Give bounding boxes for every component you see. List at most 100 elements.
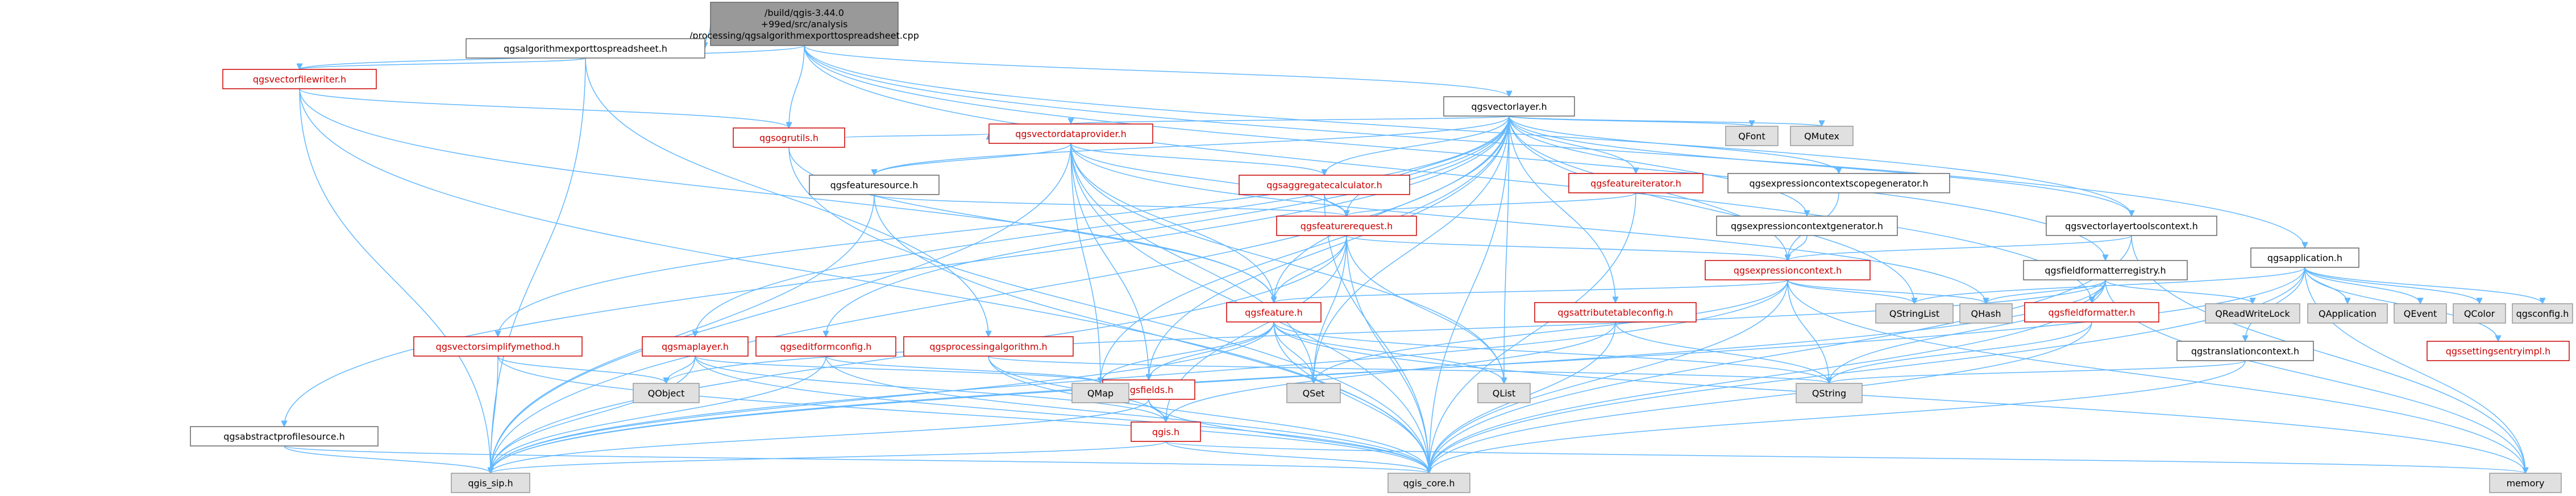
edge-ffr-to-qrwl <box>2105 279 2253 304</box>
node-qapp[interactable]: QApplication <box>2307 303 2388 324</box>
edge-vl-to-vsm <box>498 115 1510 337</box>
edge-efc-to-sip <box>491 356 826 473</box>
node-vdp[interactable]: qgsvectordataprovider.h <box>988 123 1153 144</box>
edge-ff-to-core <box>1429 321 2092 473</box>
edge-fs-to-core <box>874 194 1429 473</box>
edge-vl-to-core <box>1429 115 1510 473</box>
node-ogr[interactable]: qgsogrutils.h <box>733 127 845 148</box>
node-ml[interactable]: qgsmaplayer.h <box>642 336 749 357</box>
node-cfg[interactable]: qgsconfig.h <box>2512 303 2573 324</box>
node-vltc[interactable]: qgsvectorlayertoolscontext.h <box>2046 216 2217 236</box>
node-ecsg[interactable]: qgsexpressioncontextscopegenerator.h <box>1727 173 1950 193</box>
edge-ec-to-feat <box>1274 279 1788 303</box>
node-vl[interactable]: qgsvectorlayer.h <box>1443 96 1575 117</box>
edge-feat-to-qset <box>1273 321 1314 383</box>
edge-app-to-sip <box>491 267 2305 473</box>
node-box-aggc <box>1239 175 1410 195</box>
edge-vdp-to-fr <box>1070 143 1347 216</box>
node-fs[interactable]: qgsfeaturesource.h <box>809 175 940 195</box>
edge-vdp-to-qlist <box>1070 143 1504 383</box>
node-fi[interactable]: qgsfeatureiterator.h <box>1568 173 1704 193</box>
node-ec[interactable]: qgsexpressioncontext.h <box>1705 260 1871 280</box>
node-atc[interactable]: qgsattributetableconfig.h <box>1534 302 1697 323</box>
node-label-atc: qgsattributetableconfig.h <box>1557 307 1673 318</box>
node-root[interactable]: /build/qgis-3.44.0+99ed/src/analysis/pro… <box>689 2 919 46</box>
node-ffr[interactable]: qgsfieldformatterregistry.h <box>2023 260 2188 280</box>
node-qstring[interactable]: QString <box>1796 383 1863 403</box>
node-ff[interactable]: qgsfieldformatter.h <box>2024 302 2159 323</box>
edge-ffr-to-qhash <box>1986 279 2106 304</box>
node-app[interactable]: qgsapplication.h <box>2250 247 2359 268</box>
edge-vdp-to-fs <box>874 143 1071 176</box>
node-box-aps <box>190 426 379 447</box>
node-sip[interactable]: qgis_sip.h <box>451 473 530 493</box>
node-label-qrwl: QReadWriteLock <box>2215 308 2290 319</box>
node-qfont[interactable]: QFont <box>1725 126 1779 146</box>
node-box-qhash <box>1959 303 2013 324</box>
edge-algh-to-vfw <box>300 57 586 70</box>
edge-vl-to-vdp <box>1071 115 1510 125</box>
node-qobject[interactable]: QObject <box>633 383 700 403</box>
node-label-qcolor: QColor <box>2464 308 2495 319</box>
node-qrwl[interactable]: QReadWriteLock <box>2205 303 2300 324</box>
node-tc[interactable]: qgstranslationcontext.h <box>2176 341 2314 361</box>
edge-efc-to-qmap <box>825 356 1100 384</box>
node-vsm[interactable]: qgsvectorsimplifymethod.h <box>413 336 583 357</box>
node-box-qcolor <box>2453 303 2506 324</box>
edge-vltc-to-ec <box>1788 235 2132 261</box>
edge-fr-to-core <box>1346 235 1429 473</box>
node-fr[interactable]: qgsfeaturerequest.h <box>1276 216 1417 236</box>
node-qmap[interactable]: QMap <box>1071 383 1129 403</box>
edge-app-to-cfg <box>2304 267 2542 304</box>
node-qhash[interactable]: QHash <box>1959 303 2013 324</box>
edge-ff-to-qstring <box>1829 321 2092 384</box>
edge-vl-to-aggc <box>1324 115 1510 176</box>
edge-ogr-to-vdp <box>844 133 989 138</box>
edge-feat-to-qstring <box>1273 321 1829 384</box>
node-label-fr: qgsfeaturerequest.h <box>1301 221 1393 232</box>
node-label-qevent: QEvent <box>2404 308 2437 319</box>
node-label-ml: qgsmaplayer.h <box>662 341 729 352</box>
node-efc[interactable]: qgseditformconfig.h <box>755 336 896 357</box>
node-layer: /build/qgis-3.44.0+99ed/src/analysis/pro… <box>190 2 2573 493</box>
node-vfw[interactable]: qgsvectorfilewriter.h <box>222 69 377 89</box>
node-qsl[interactable]: QStringList <box>1875 303 1954 324</box>
node-label-qlist: QList <box>1493 388 1516 399</box>
node-pa[interactable]: qgsprocessingalgorithm.h <box>903 336 1074 357</box>
node-box-qsl <box>1875 303 1954 324</box>
node-qgish[interactable]: qgis.h <box>1131 421 1201 442</box>
node-label-efc: qgseditformconfig.h <box>780 341 872 352</box>
edge-vdp-to-feat <box>1070 143 1274 303</box>
node-box-mem <box>2489 473 2562 493</box>
node-sei[interactable]: qgssettingsentryimpl.h <box>2427 341 2570 361</box>
node-qevent[interactable]: QEvent <box>2394 303 2447 324</box>
node-algh[interactable]: qgsalgorithmexporttospreadsheet.h <box>466 38 705 59</box>
node-box-qgish <box>1131 421 1201 442</box>
edge-vl-to-qmap <box>1100 115 1510 383</box>
node-qset[interactable]: QSet <box>1286 383 1341 403</box>
node-qcolor[interactable]: QColor <box>2453 303 2506 324</box>
node-box-fi <box>1568 173 1704 193</box>
node-box-qobject <box>633 383 700 403</box>
node-qlist[interactable]: QList <box>1477 383 1531 403</box>
node-aps[interactable]: qgsabstractprofilesource.h <box>190 426 379 447</box>
node-core[interactable]: qgis_core.h <box>1387 473 1470 493</box>
node-label-aggc: qgsaggregatecalculator.h <box>1266 180 1382 191</box>
node-mem[interactable]: memory <box>2489 473 2562 493</box>
edge-fs-to-fr <box>874 194 1347 217</box>
node-ecg[interactable]: qgsexpressioncontextgenerator.h <box>1716 216 1898 236</box>
node-box-vfw <box>222 69 377 89</box>
node-box-root <box>710 2 899 46</box>
node-label-qstring: QString <box>1812 388 1846 399</box>
node-feat[interactable]: qgsfeature.h <box>1226 302 1322 323</box>
edge-vl-to-vltc <box>1509 115 2132 216</box>
node-label-fi: qgsfeatureiterator.h <box>1590 178 1681 189</box>
node-qmutex[interactable]: QMutex <box>1790 126 1854 146</box>
node-box-algh <box>466 38 705 59</box>
node-label-qfont: QFont <box>1738 131 1765 142</box>
node-box-feat <box>1226 302 1322 323</box>
edge-vl-to-qlist <box>1504 115 1510 383</box>
edge-ml-to-qmap <box>695 356 1100 384</box>
node-aggc[interactable]: qgsaggregatecalculator.h <box>1239 175 1410 195</box>
edge-vl-to-ml <box>695 115 1510 337</box>
